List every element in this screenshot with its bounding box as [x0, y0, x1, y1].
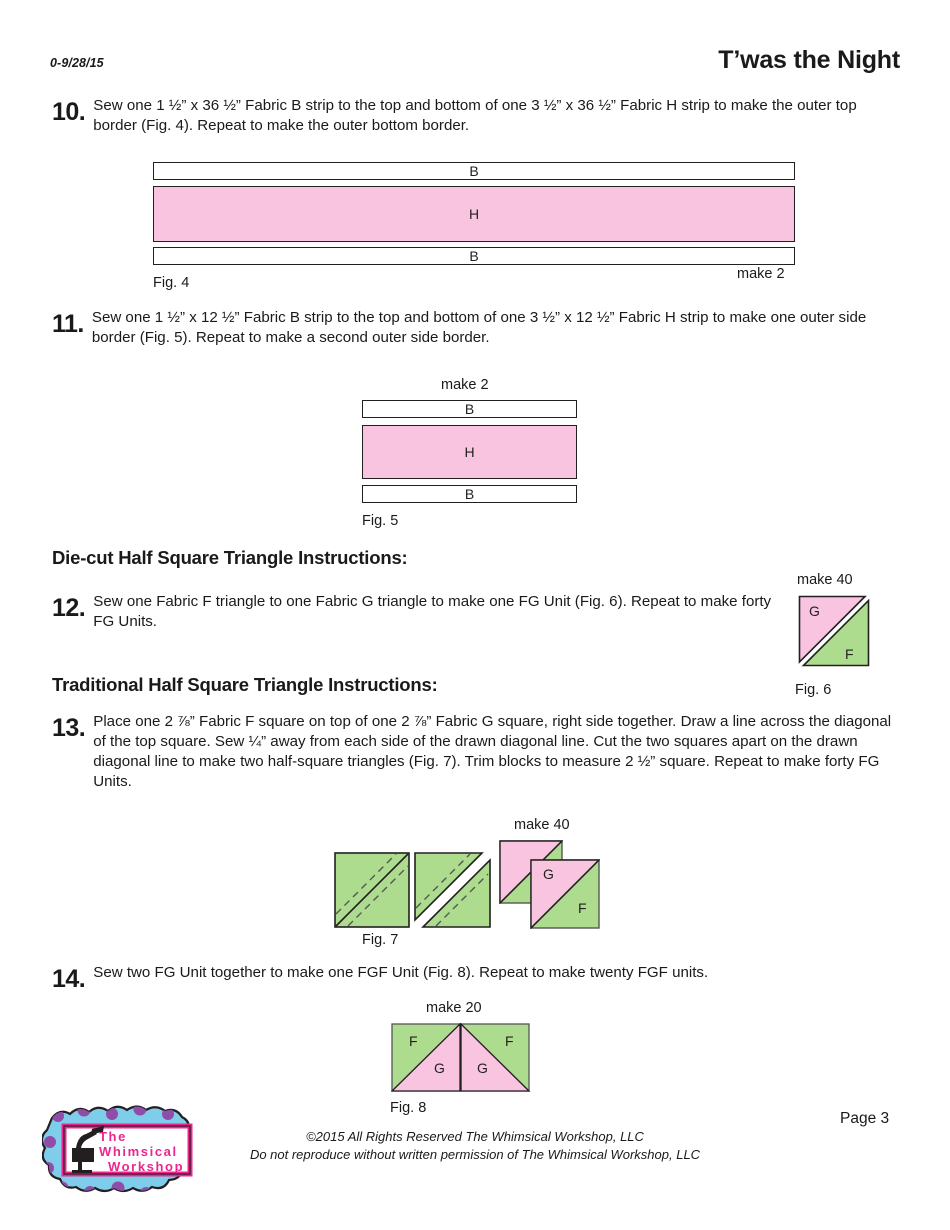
- fig4-strip-h: H: [153, 186, 795, 242]
- fig7-square-cut: [414, 852, 492, 928]
- step-11: 11. Sew one 1 ½” x 12 ½” Fabric B strip …: [52, 308, 872, 348]
- revision-code: 0-9/28/15: [50, 56, 104, 70]
- fig7-cut-stitch-upper: [415, 853, 471, 909]
- fig7-stitch-line-left: [335, 853, 397, 915]
- fig5-caption: Fig. 5: [362, 513, 399, 529]
- logo-text-line3: Workshop: [108, 1159, 184, 1174]
- fig7-caption: Fig. 7: [362, 932, 399, 948]
- fig8-caption: Fig. 8: [390, 1100, 427, 1116]
- page-title: T’was the Night: [718, 46, 900, 74]
- step-13: 13. Place one 2 ⅞” Fabric F square on to…: [52, 712, 900, 792]
- fig4-strip-b-bottom: B: [153, 247, 795, 265]
- fig7-cut-half-upper: [414, 852, 484, 922]
- step-10: 10. Sew one 1 ½” x 36 ½” Fabric B strip …: [52, 96, 897, 136]
- fig6-triangle-f: [801, 598, 870, 667]
- step-text: Sew one 1 ½” x 36 ½” Fabric B strip to t…: [93, 97, 857, 135]
- fig7-stitch-line-right: [347, 865, 409, 927]
- footer-copyright: ©2015 All Rights Reserved The Whimsical …: [0, 1128, 950, 1165]
- fig6-triangle-g: [798, 595, 867, 664]
- step-14: 14. Sew two FG Unit together to make one…: [52, 963, 852, 992]
- step-text: Place one 2 ⅞” Fabric F square on top of…: [93, 713, 892, 791]
- fig5-strip-b-bottom: B: [362, 485, 577, 503]
- step-number: 13.: [52, 714, 86, 742]
- fig7-hst-front: [530, 859, 600, 929]
- fig8-fgf-unit: [391, 1023, 531, 1092]
- step-text: Sew one Fabric F triangle to one Fabric …: [93, 593, 772, 631]
- fig6-hst-block: [798, 595, 870, 667]
- sewing-machine-icon: [72, 1126, 104, 1173]
- fig8-make-label: make 20: [426, 1000, 482, 1016]
- step-text: Sew one 1 ½” x 12 ½” Fabric B strip to t…: [91, 309, 867, 347]
- fig4-caption: Fig. 4: [153, 275, 190, 291]
- fig6-make-label: make 40: [797, 572, 853, 588]
- fig7-make-label: make 40: [514, 817, 570, 833]
- page-number: Page 3: [840, 1110, 890, 1127]
- fig6-caption: Fig. 6: [795, 682, 832, 698]
- fig4-strip-b-top: B: [153, 162, 795, 180]
- heading-traditional: Traditional Half Square Triangle Instruc…: [52, 674, 438, 695]
- fig5-strip-h: H: [362, 425, 577, 479]
- step-number: 10.: [52, 98, 86, 126]
- fig5-make-label: make 2: [441, 377, 489, 393]
- step-number: 14.: [52, 965, 86, 993]
- logo-inner-frame-outline: [63, 1125, 191, 1175]
- step-text: Sew two FG Unit together to make one FGF…: [93, 964, 709, 981]
- heading-die-cut: Die-cut Half Square Triangle Instruction…: [52, 547, 408, 568]
- fig7-square-drawn: [334, 852, 410, 928]
- fig7-cut-half-lower: [421, 858, 491, 928]
- fig4-make-label: make 2: [737, 266, 785, 282]
- copyright-line-1: ©2015 All Rights Reserved The Whimsical …: [306, 1129, 644, 1144]
- logo-text-line1: The: [99, 1129, 127, 1144]
- copyright-line-2: Do not reproduce without written permiss…: [249, 1147, 701, 1163]
- fig5-strip-b-top: B: [362, 400, 577, 418]
- logo-text-line2: Whimsical: [99, 1144, 178, 1159]
- step-number: 12.: [52, 594, 86, 622]
- whimsical-workshop-logo: The Whimsical Workshop: [40, 1100, 212, 1205]
- fig7-drawn-diagonal: [335, 853, 409, 927]
- step-12: 12. Sew one Fabric F triangle to one Fab…: [52, 592, 777, 632]
- step-number: 11.: [52, 310, 84, 338]
- document-header: 0-9/28/15 T’was the Night: [50, 46, 900, 84]
- fig7-cut-stitch-lower: [435, 873, 489, 927]
